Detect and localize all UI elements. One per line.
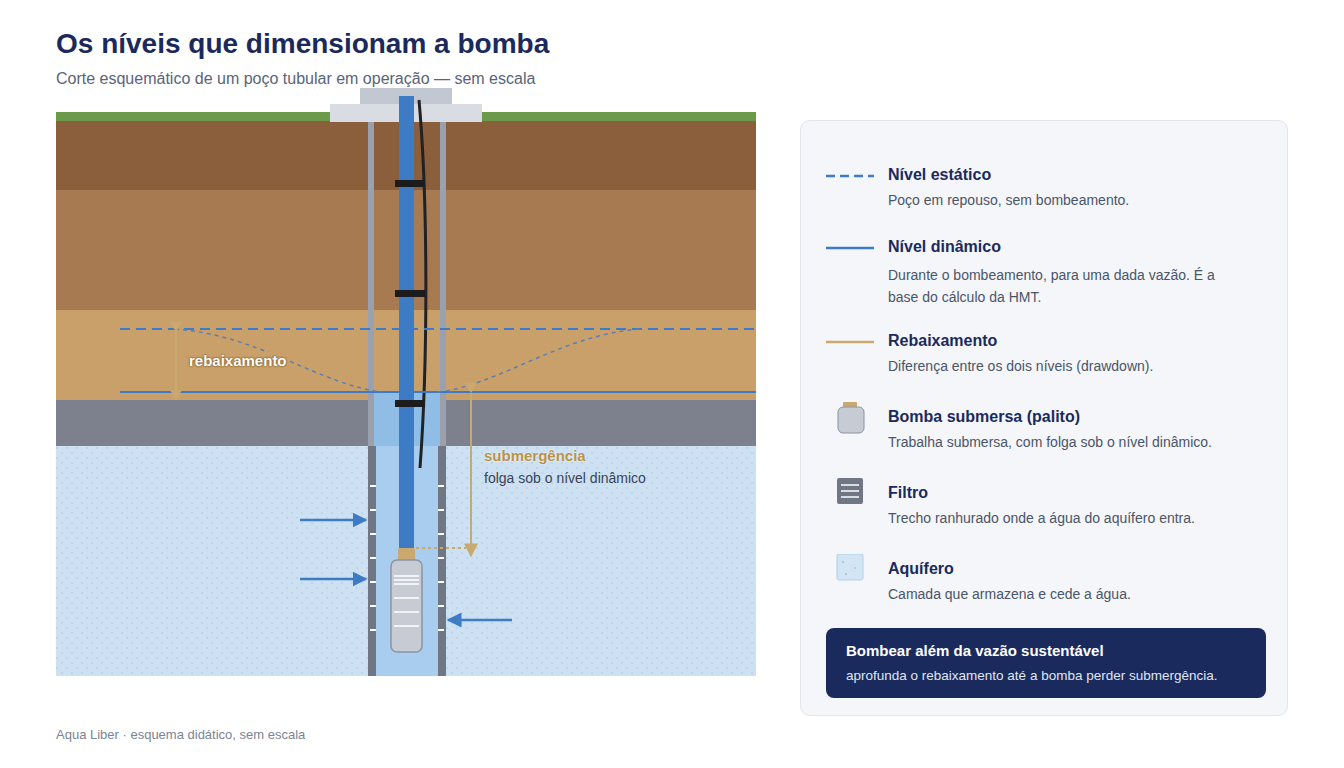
legend-description: Camada que armazena e cede a água. — [888, 586, 1131, 602]
legend-heading: Bomba submersa (palito) — [888, 408, 1080, 426]
footer-note: Aqua Liber · esquema didático, sem escal… — [56, 727, 305, 742]
legend-description: Poço em repouso, sem bombeamento. — [888, 192, 1129, 208]
dimension-label: submergência — [484, 447, 586, 464]
legend-description: Trecho ranhurado onde a água do aquífero… — [888, 510, 1195, 526]
legend-description: Diferença entre os dois níveis (drawdown… — [888, 358, 1153, 374]
legend-swatch — [826, 402, 874, 434]
legend-heading: Aquífero — [888, 560, 954, 578]
legend-swatch — [826, 478, 874, 510]
dimension-label: rebaixamento — [186, 352, 290, 369]
legend-line-sample — [826, 331, 874, 363]
legend-description: Trabalha submersa, com folga sob o nível… — [888, 434, 1212, 450]
title: Os níveis que dimensionam a bomba — [56, 28, 549, 60]
legend-swatch — [826, 554, 874, 586]
annotation: folga sob o nível dinâmico — [484, 470, 646, 486]
legend-line-sample — [826, 237, 874, 269]
box-body: aprofunda o rebaixamento até a bomba per… — [846, 666, 1246, 686]
legend-line-sample — [826, 165, 874, 197]
box-heading: Bombear além da vazão sustentável — [846, 640, 1246, 662]
warning-box: Bombear além da vazão sustentável aprofun… — [826, 628, 1266, 698]
subtitle: Corte esquemático de um poço tubular em … — [56, 70, 535, 88]
legend-heading: Rebaixamento — [888, 332, 997, 350]
legend-heading: Nível estático — [888, 166, 991, 184]
legend-heading: Nível dinâmico — [888, 238, 1001, 256]
legend-heading: Filtro — [888, 484, 928, 502]
legend-description: Durante o bombeamento, para uma dada vaz… — [888, 264, 1218, 308]
